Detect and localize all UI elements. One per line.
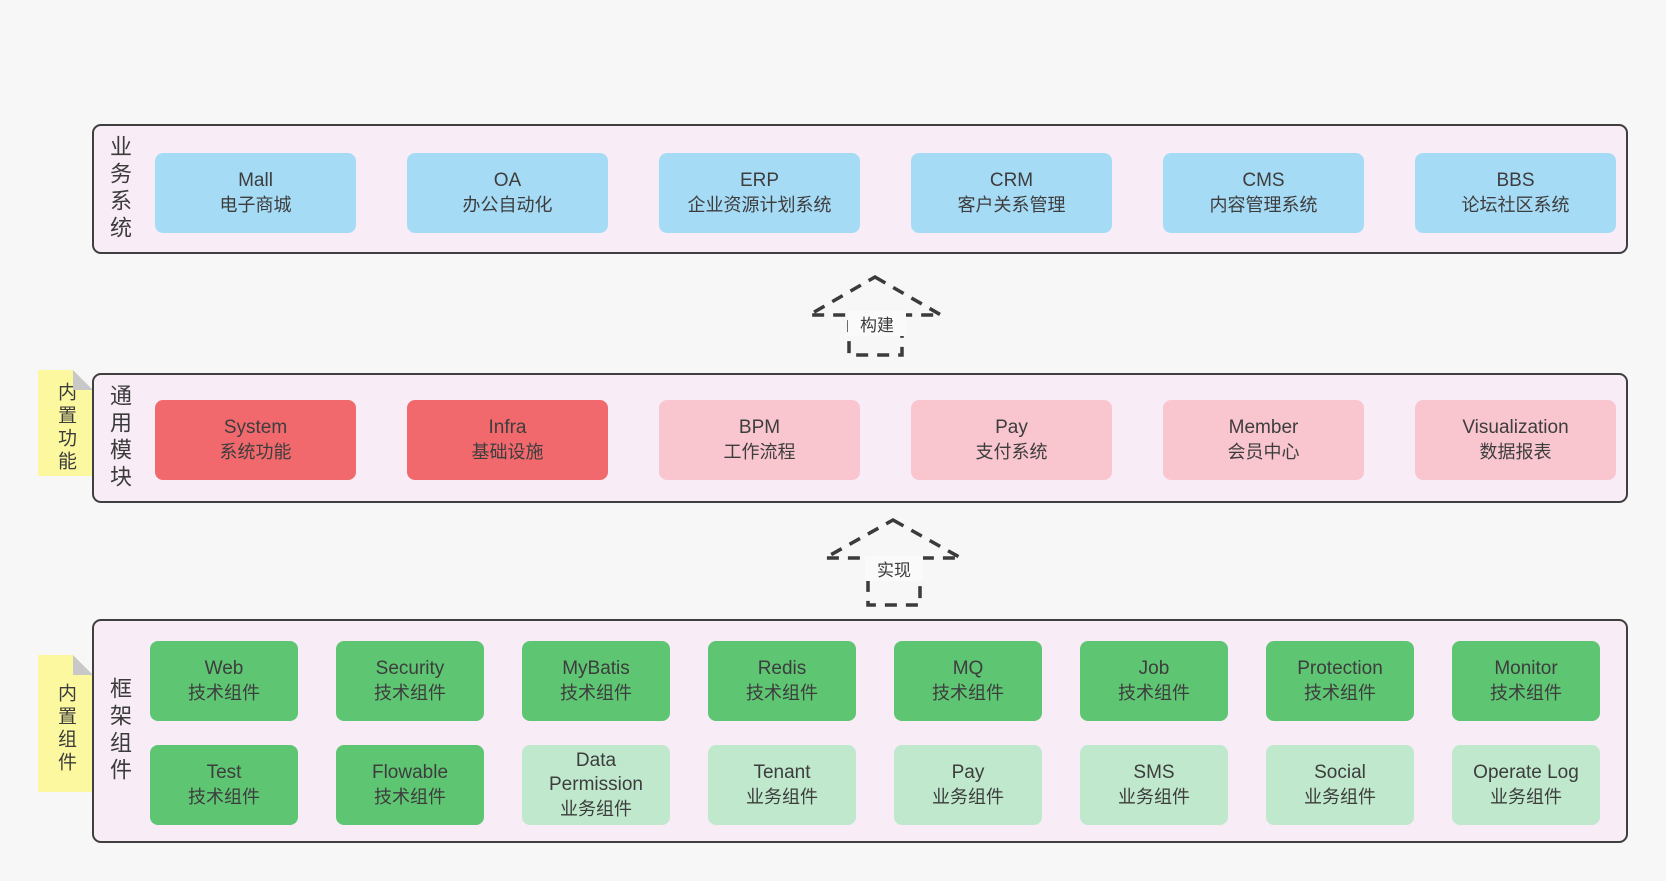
implement-arrow-icon	[820, 517, 968, 607]
node-oa: OA 办公自动化	[407, 153, 608, 233]
node-member: Member 会员中心	[1163, 400, 1364, 480]
node-bbs: BBS 论坛社区系统	[1415, 153, 1616, 233]
build-arrow-icon	[805, 274, 945, 357]
node-bpm: BPM 工作流程	[659, 400, 860, 480]
node-monitor: Monitor 技术组件	[1452, 641, 1600, 721]
node-social: Social 业务组件	[1266, 745, 1414, 825]
node-visualization: Visualization 数据报表	[1415, 400, 1616, 480]
folded-corner-icon	[73, 655, 93, 675]
node-flowable: Flowable 技术组件	[336, 745, 484, 825]
layer-business-systems: 业务系统 Mall 电子商城 OA 办公自动化 ERP 企业资源计划系统 CRM…	[92, 124, 1628, 254]
sticky-note-label: 内置组件	[55, 682, 76, 775]
layer-common-modules: 通用模块 System 系统功能 Infra 基础设施 BPM 工作流程 Pay…	[92, 373, 1628, 503]
node-mybatis: MyBatis 技术组件	[522, 641, 670, 721]
sticky-note-built-in-components: 内置组件	[38, 655, 93, 792]
build-arrow-label: 构建	[848, 311, 906, 336]
node-pay-system: Pay 支付系统	[911, 400, 1112, 480]
implement-arrow-label: 实现	[865, 556, 923, 581]
layer-framework-components: 框架组件 Web 技术组件 Security 技术组件 MyBatis 技术组件…	[92, 619, 1628, 843]
node-mq: MQ 技术组件	[894, 641, 1042, 721]
node-operate-log: Operate Log 业务组件	[1452, 745, 1600, 825]
layer-label-common-modules: 通用模块	[107, 384, 132, 492]
layer-label-framework-components: 框架组件	[107, 677, 132, 785]
node-job: Job 技术组件	[1080, 641, 1228, 721]
sticky-note-built-in-features: 内置功能	[38, 370, 93, 476]
node-tenant: Tenant 业务组件	[708, 745, 856, 825]
node-protection: Protection 技术组件	[1266, 641, 1414, 721]
folded-corner-icon	[73, 370, 93, 390]
sticky-note-label: 内置功能	[55, 382, 76, 474]
node-data-permission: Data Permission 业务组件	[522, 745, 670, 825]
node-pay-component: Pay 业务组件	[894, 745, 1042, 825]
node-crm: CRM 客户关系管理	[911, 153, 1112, 233]
layer-label-business-systems: 业务系统	[107, 135, 132, 243]
node-sms: SMS 业务组件	[1080, 745, 1228, 825]
node-cms: CMS 内容管理系统	[1163, 153, 1364, 233]
node-system: System 系统功能	[155, 400, 356, 480]
node-web: Web 技术组件	[150, 641, 298, 721]
node-security: Security 技术组件	[336, 641, 484, 721]
node-redis: Redis 技术组件	[708, 641, 856, 721]
node-test: Test 技术组件	[150, 745, 298, 825]
node-erp: ERP 企业资源计划系统	[659, 153, 860, 233]
node-mall: Mall 电子商城	[155, 153, 356, 233]
node-infra: Infra 基础设施	[407, 400, 608, 480]
